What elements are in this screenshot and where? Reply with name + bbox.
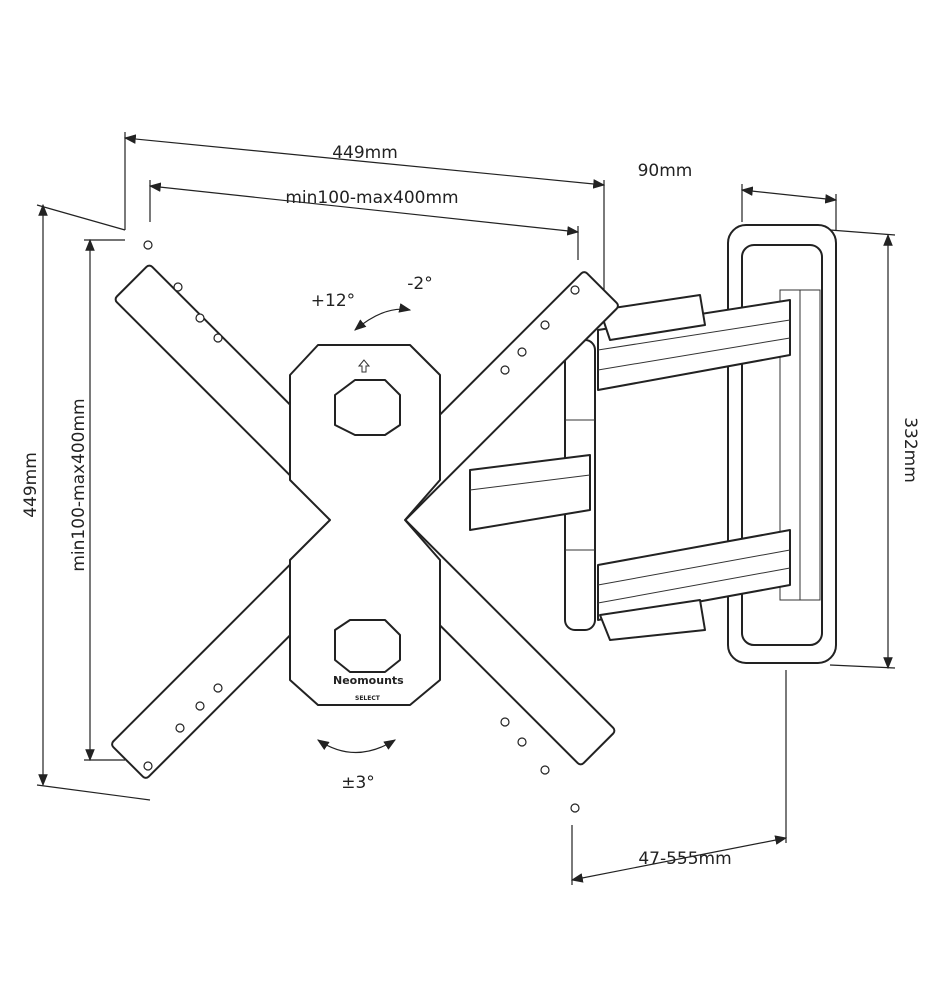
tilt-down-label: -2° [407,274,432,294]
overall-width-label: 449mm [332,143,398,163]
dimension-lines [36,132,896,885]
mounting-holes [143,240,580,813]
tilt-up-label: +12° [311,291,355,311]
brand-logo-sub: SELECT [355,695,381,702]
extension-arms [469,294,791,641]
wall-plate-depth-label: 90mm [638,161,693,181]
vesa-width-label: min100-max400mm [285,188,458,208]
extension-label: 47-555mm [638,849,731,869]
wall-plate-height-label: 332mm [900,417,920,483]
wall-plate [727,224,837,664]
vesa-height-label: min100-max400mm [69,398,89,571]
center-plate: Neomounts SELECT [289,344,441,706]
rotation-label: ±3° [341,773,375,793]
overall-height-label: 449mm [21,452,41,518]
brand-logo: Neomounts [333,674,404,687]
